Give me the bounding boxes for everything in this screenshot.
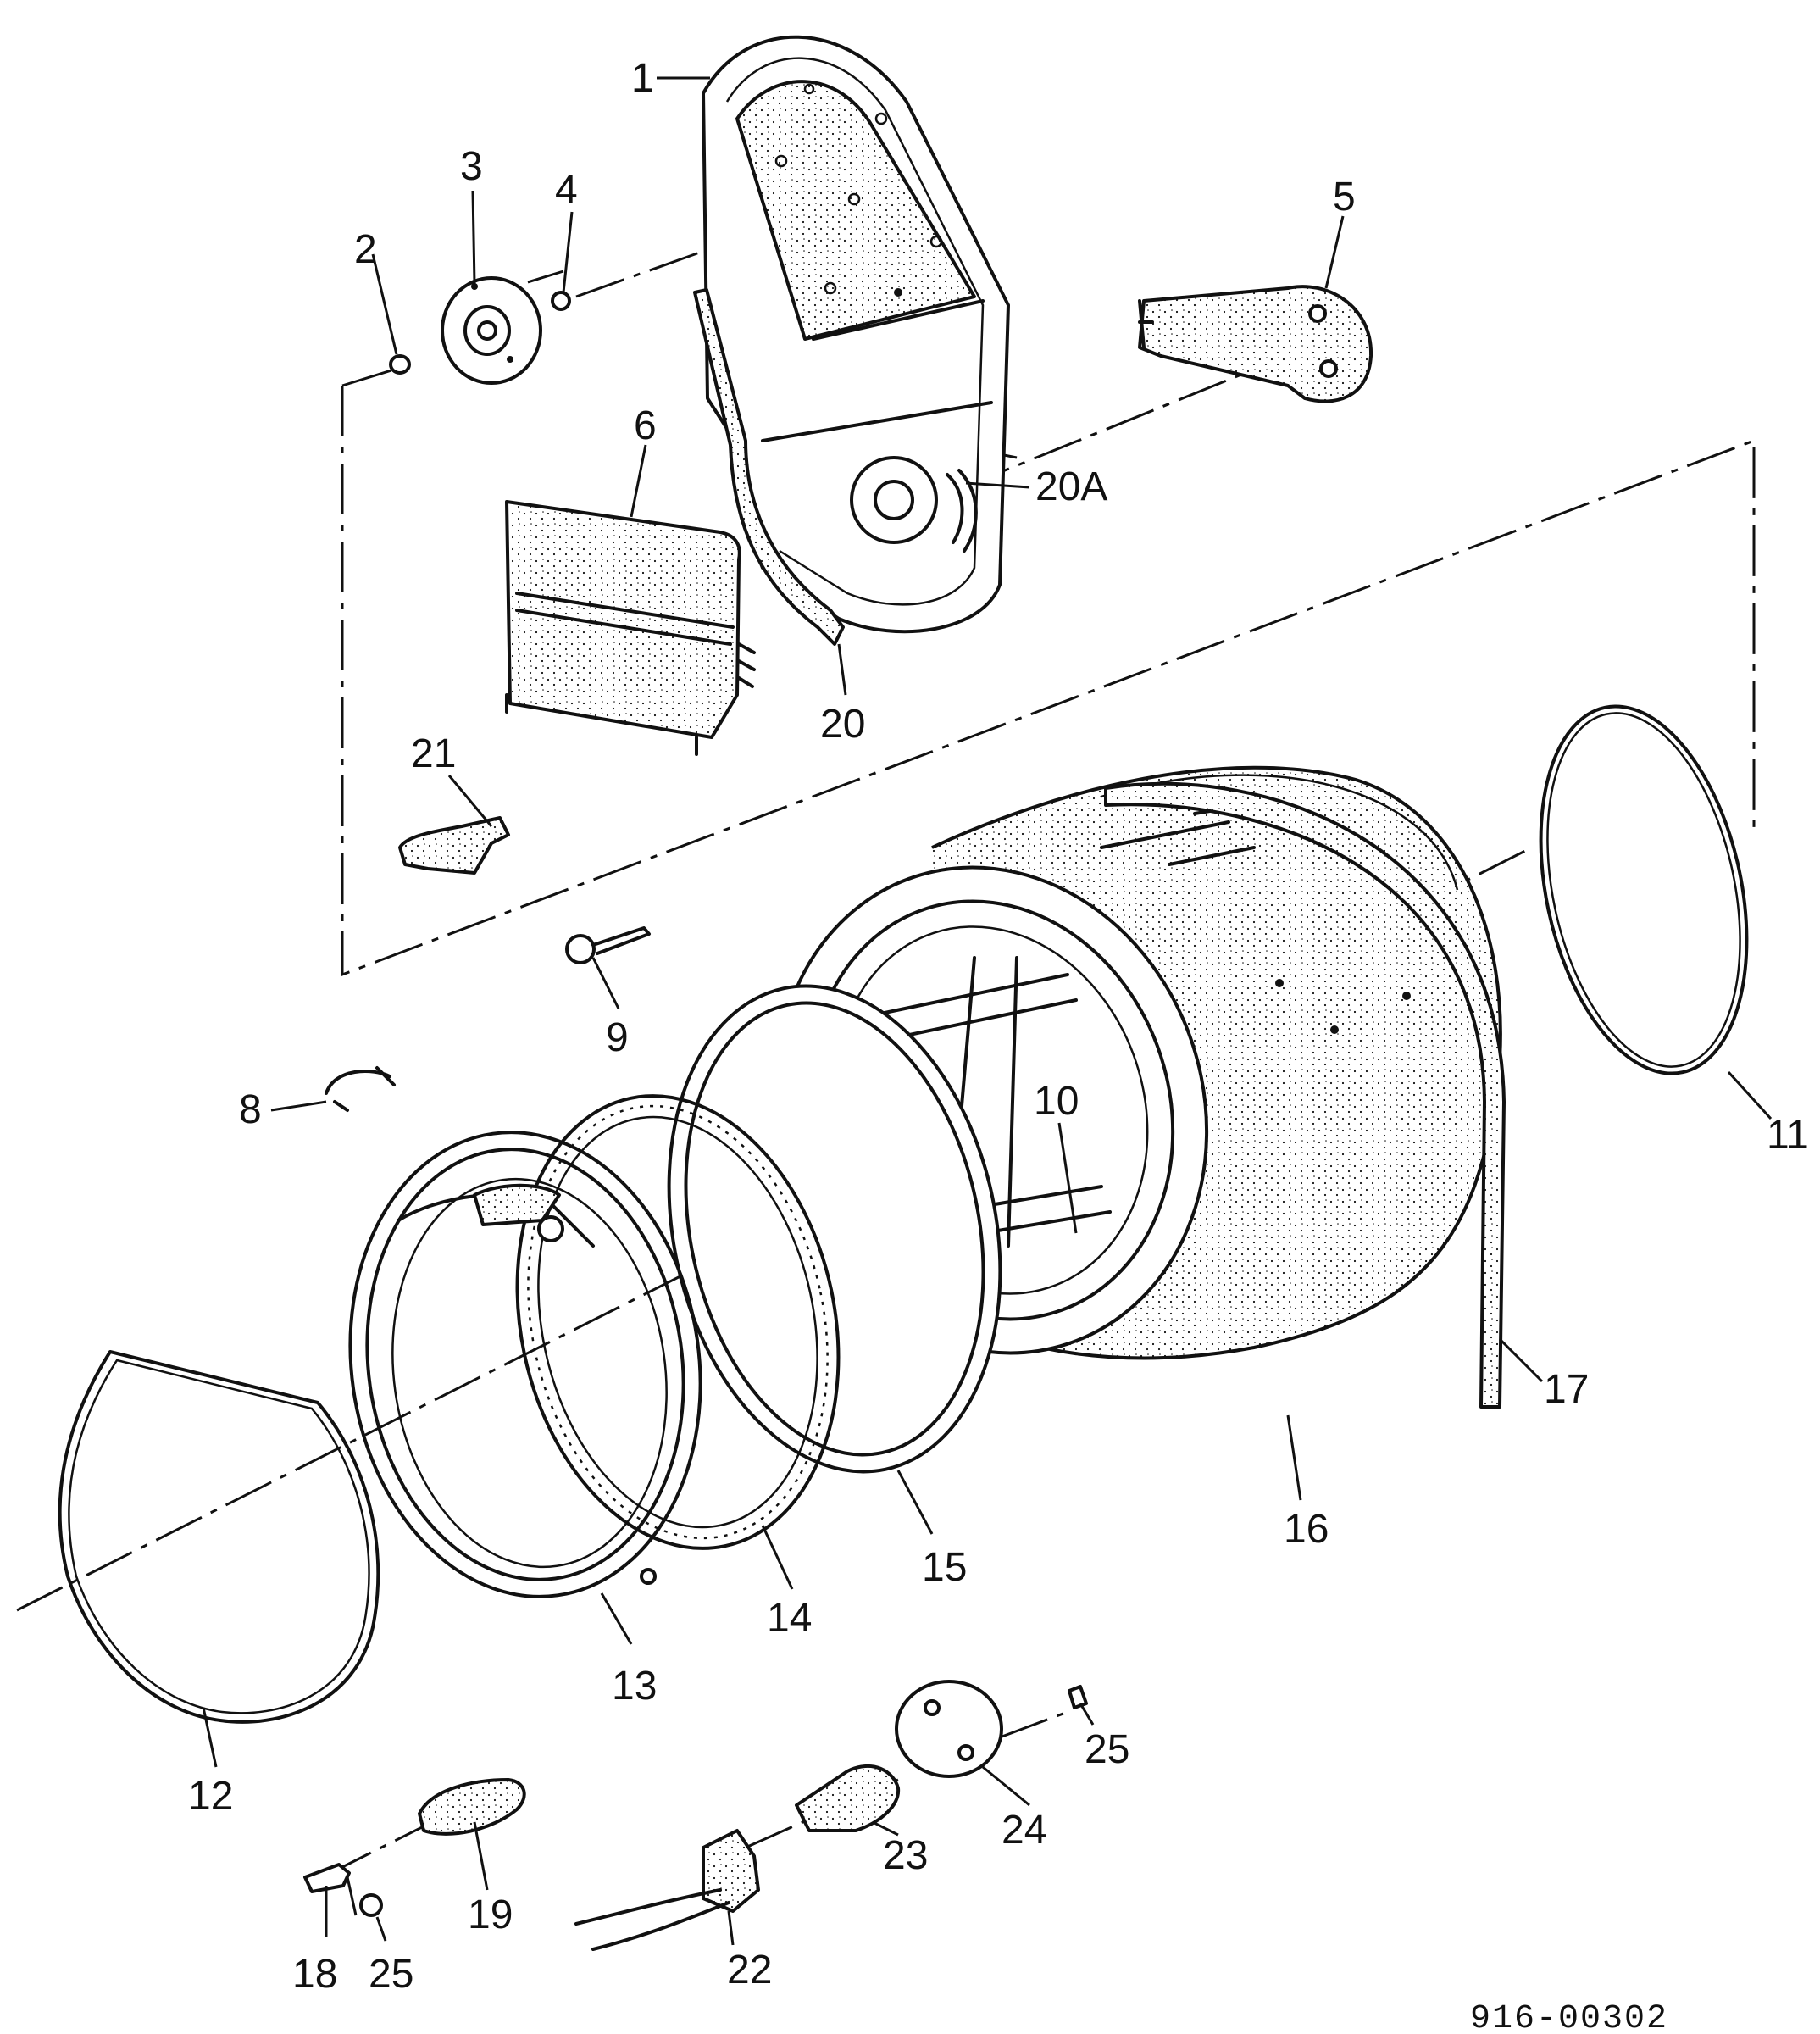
callout-21: 21: [411, 731, 456, 776]
callout-25-upper: 25: [1085, 1727, 1129, 1772]
callout-16: 16: [1284, 1507, 1329, 1552]
callout-12: 12: [188, 1774, 233, 1819]
callout-14: 14: [767, 1596, 812, 1641]
callout-19: 19: [468, 1892, 513, 1937]
part-25-screw-upper: [1068, 1685, 1088, 1709]
figure-code: 916-00302: [1470, 2000, 1668, 2034]
part-17-felt-seal: [1104, 781, 1506, 1409]
callout-24: 24: [1002, 1808, 1046, 1853]
callout-6: 6: [634, 403, 657, 448]
part-18-switch: [303, 1863, 351, 1893]
part-15-ring: [667, 984, 1002, 1474]
part-1-rear-bulkhead: [702, 35, 1010, 634]
part-22-lamp-socket: [574, 1829, 760, 1951]
part-14-gasket-ring: [515, 1094, 841, 1550]
callout-8: 8: [239, 1087, 262, 1132]
callout-5: 5: [1333, 175, 1356, 220]
callout-22: 22: [727, 1948, 772, 1992]
callout-labels: 1 2 3 4 5 6 8 9 10 11 12 13 14 15 16 17 …: [188, 56, 1809, 1997]
part-25-screw-lower: [359, 1893, 383, 1917]
part-3-bearing-hub: [441, 276, 542, 385]
leader-lines: [202, 76, 1773, 1946]
callout-9: 9: [606, 1015, 629, 1060]
callout-4: 4: [555, 168, 578, 213]
callout-23: 23: [883, 1833, 928, 1878]
callout-10: 10: [1034, 1079, 1079, 1124]
part-12-door-seal: [58, 1350, 380, 1724]
part-8-hook: [325, 1066, 396, 1112]
part-4-washer: [551, 291, 571, 311]
part-2-washer: [389, 354, 411, 375]
callout-18: 18: [292, 1952, 337, 1997]
part-5-bracket: [1138, 285, 1373, 403]
callout-20a: 20A: [1035, 464, 1107, 509]
part-24-lamp-lens: [895, 1680, 1003, 1778]
callout-2: 2: [354, 227, 377, 272]
callout-11: 11: [1767, 1113, 1809, 1158]
part-23-lamp-bulb: [795, 1764, 901, 1832]
callout-17: 17: [1544, 1367, 1589, 1412]
callout-20: 20: [820, 702, 865, 747]
callout-15: 15: [922, 1545, 967, 1590]
callout-1: 1: [631, 56, 654, 101]
callout-25-lower: 25: [369, 1952, 413, 1997]
part-13-front-frame: [348, 1131, 702, 1598]
part-19-lamp-cover: [418, 1778, 526, 1836]
part-9-pin: [565, 926, 651, 964]
part-11-rear-ring: [1539, 704, 1749, 1075]
callout-13: 13: [612, 1664, 657, 1709]
part-21-clip: [398, 816, 510, 875]
part-6-panel: [505, 500, 756, 756]
part-20-seal-strip: [693, 288, 845, 646]
callout-3: 3: [460, 144, 483, 189]
